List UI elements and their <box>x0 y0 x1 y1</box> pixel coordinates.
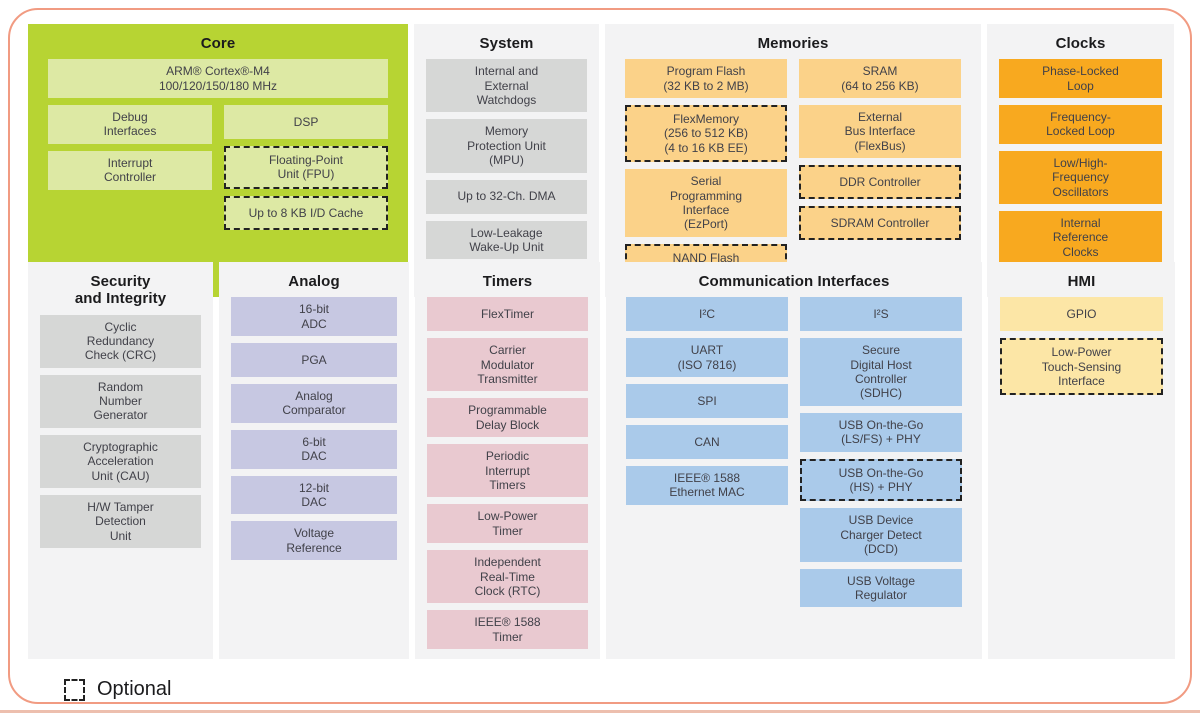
feature-block: 12-bit DAC <box>231 475 397 515</box>
feature-block: IEEE® 1588 Timer <box>427 610 588 650</box>
feature-block: 16-bit ADC <box>231 297 397 337</box>
feature-block: External Bus Interface (FlexBus) <box>799 105 961 159</box>
block-column: Program Flash (32 KB to 2 MB) FlexMemory … <box>625 59 787 287</box>
feature-block: GPIO <box>1000 297 1163 332</box>
feature-block: Voltage Reference <box>231 521 397 561</box>
feature-block: 6-bit DAC <box>231 429 397 469</box>
feature-block: Internal Reference Clocks <box>999 210 1162 265</box>
feature-block: Analog Comparator <box>231 384 397 423</box>
panel-security-title: Security and Integrity <box>74 273 167 308</box>
panel-memories: Memories Program Flash (32 KB to 2 MB) Fl… <box>605 24 981 297</box>
panel-system-title: System <box>479 35 534 52</box>
feature-block: Low/High- Frequency Oscillators <box>999 150 1162 204</box>
panel-core: Core ARM® Cortex®-M4 100/120/150/180 MHz… <box>28 24 408 297</box>
panel-hmi-body: GPIO Low-Power Touch-Sensing Interface <box>988 297 1175 396</box>
panel-communication-interfaces: Communication Interfaces I²C UART (ISO 78… <box>606 262 982 660</box>
feature-block: UART (ISO 7816) <box>626 338 788 378</box>
feature-block: USB Device Charger Detect (DCD) <box>800 508 962 562</box>
optional-feature-block: USB On-the-Go (HS) + PHY <box>800 458 962 502</box>
feature-block: Interrupt Controller <box>48 150 212 190</box>
block-column: DSP Floating-Point Unit (FPU) Up to 8 KB I… <box>224 105 388 230</box>
optional-feature-block: Up to 8 KB I/D Cache <box>224 195 388 230</box>
feature-block: Independent Real-Time Clock (RTC) <box>427 550 588 604</box>
panel-communication-title: Communication Interfaces <box>698 273 890 290</box>
panel-memories-body: Program Flash (32 KB to 2 MB) FlexMemory … <box>605 59 981 287</box>
feature-block: Random Number Generator <box>40 374 201 428</box>
feature-block: USB Voltage Regulator <box>800 568 962 608</box>
feature-block: Up to 32-Ch. DMA <box>426 179 587 214</box>
feature-block: CAN <box>626 425 788 460</box>
feature-block: Serial Programming Interface (EzPort) <box>625 169 787 237</box>
panel-hmi: HMI GPIO Low-Power Touch-Sensing Interfac… <box>988 262 1175 660</box>
feature-block: DSP <box>224 105 388 140</box>
optional-feature-block: DDR Controller <box>799 165 961 200</box>
feature-block: I²C <box>626 297 788 332</box>
block-column: Cyclic Redundancy Check (CRC) Random Numb… <box>40 314 201 549</box>
feature-block: SPI <box>626 384 788 419</box>
feature-block: Secure Digital Host Controller (SDHC) <box>800 338 962 406</box>
top-row: Core ARM® Cortex®-M4 100/120/150/180 MHz… <box>28 24 1175 297</box>
feature-block: Cyclic Redundancy Check (CRC) <box>40 314 201 368</box>
feature-block: Memory Protection Unit (MPU) <box>426 119 587 173</box>
panel-analog: Analog 16-bit ADC PGA Analog Comparator 6-b… <box>219 262 409 660</box>
feature-block: USB On-the-Go (LS/FS) + PHY <box>800 412 962 452</box>
legend-label: Optional <box>97 678 172 700</box>
panel-hmi-title: HMI <box>1067 273 1096 290</box>
panel-security-body: Cyclic Redundancy Check (CRC) Random Numb… <box>28 314 213 549</box>
feature-block: PGA <box>231 343 397 378</box>
core-lead-wrap: ARM® Cortex®-M4 100/120/150/180 MHz <box>28 59 408 99</box>
optional-feature-block: Low-Power Touch-Sensing Interface <box>1000 338 1163 396</box>
feature-block: Debug Interfaces <box>48 105 212 144</box>
panel-memories-title: Memories <box>757 35 829 52</box>
block-column: GPIO Low-Power Touch-Sensing Interface <box>1000 297 1163 396</box>
panel-clocks-title: Clocks <box>1055 35 1106 52</box>
feature-block: H/W Tamper Detection Unit <box>40 495 201 549</box>
bottom-row: Security and Integrity Cyclic Redundancy… <box>28 262 1175 660</box>
optional-feature-block: Floating-Point Unit (FPU) <box>224 146 388 189</box>
feature-block: Internal and External Watchdogs <box>426 59 587 113</box>
panel-timers-title: Timers <box>482 273 533 290</box>
bottom-accent-bar <box>0 710 1200 713</box>
optional-feature-block: SDRAM Controller <box>799 206 961 241</box>
feature-block: Low-Leakage Wake-Up Unit <box>426 220 587 260</box>
panel-analog-title: Analog <box>288 273 340 290</box>
panel-analog-body: 16-bit ADC PGA Analog Comparator 6-bit DAC 1… <box>219 297 409 561</box>
core-cpu-block: ARM® Cortex®-M4 100/120/150/180 MHz <box>48 59 388 99</box>
block-column: I²C UART (ISO 7816) SPI CAN IEEE® 1588 Ether… <box>626 297 788 607</box>
panel-core-title: Core <box>200 35 236 52</box>
feature-block: Cryptographic Acceleration Unit (CAU) <box>40 434 201 489</box>
feature-block: FlexTimer <box>427 297 588 332</box>
block-column: SRAM (64 to 256 KB) External Bus Interfac… <box>799 59 961 286</box>
legend: Optional <box>64 678 172 701</box>
feature-block: I²S <box>800 297 962 332</box>
panel-communication-body: I²C UART (ISO 7816) SPI CAN IEEE® 1588 Ether… <box>606 297 982 608</box>
diagram-content: Core ARM® Cortex®-M4 100/120/150/180 MHz… <box>28 24 1175 701</box>
block-column: 16-bit ADC PGA Analog Comparator 6-bit DAC 1… <box>231 297 397 561</box>
feature-block: Programmable Delay Block <box>427 398 588 438</box>
feature-block: Carrier Modulator Transmitter <box>427 338 588 392</box>
optional-dashed-icon <box>64 678 85 701</box>
optional-feature-block: FlexMemory (256 to 512 KB) (4 to 16 KB E… <box>625 105 787 163</box>
block-column: I²S Secure Digital Host Controller (SDHC)… <box>800 297 962 608</box>
feature-block: Program Flash (32 KB to 2 MB) <box>625 59 787 99</box>
panel-security: Security and Integrity Cyclic Redundancy… <box>28 262 213 660</box>
feature-block: IEEE® 1588 Ethernet MAC <box>626 466 788 505</box>
feature-block: Low-Power Timer <box>427 504 588 544</box>
feature-block: Frequency- Locked Loop <box>999 105 1162 144</box>
feature-block: SRAM (64 to 256 KB) <box>799 59 961 99</box>
feature-block: Periodic Interrupt Timers <box>427 444 588 498</box>
feature-block: Phase-Locked Loop <box>999 59 1162 99</box>
